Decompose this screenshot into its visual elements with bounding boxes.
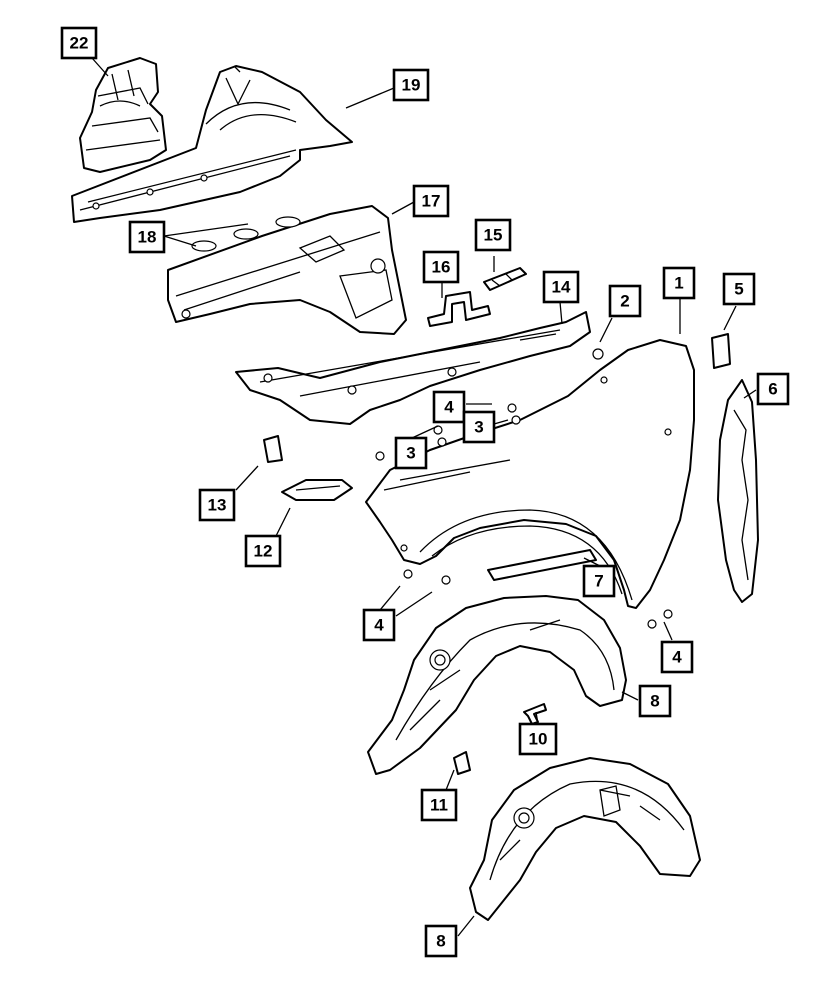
- parts-drawings: [71, 57, 759, 921]
- leader-18b: [163, 235, 197, 247]
- part-22-bracket: [79, 57, 167, 173]
- callout-14-label: 14: [552, 278, 571, 297]
- callout-16-label: 16: [432, 258, 451, 277]
- callout-5-label: 5: [734, 280, 743, 299]
- leader-19: [345, 87, 395, 109]
- callout-5: 5: [722, 272, 756, 306]
- leader-17: [391, 201, 415, 215]
- fasteners: [375, 348, 673, 629]
- callout-19-label: 19: [402, 76, 421, 95]
- part-6-shield: [717, 379, 759, 603]
- callout-17-label: 17: [422, 192, 441, 211]
- leader-6: [743, 389, 757, 399]
- callout-4c: 4: [660, 640, 694, 674]
- callout-17: 17: [412, 184, 450, 218]
- leader-lines: [91, 57, 757, 937]
- callout-3b-label: 3: [474, 418, 483, 437]
- leader-14: [559, 301, 563, 325]
- leader-11: [445, 769, 455, 791]
- callout-11: 11: [420, 788, 458, 822]
- part-7-molding: [487, 549, 597, 581]
- callout-4a: 4: [432, 390, 466, 424]
- callout-4b: 4: [362, 608, 396, 642]
- callout-8a: 8: [638, 684, 672, 718]
- leader-5: [723, 305, 737, 331]
- part-11-block: [453, 751, 471, 775]
- callout-10: 10: [518, 722, 558, 756]
- leader-7: [583, 557, 601, 567]
- callout-7: 7: [582, 564, 616, 598]
- callout-1: 1: [662, 266, 696, 300]
- callout-1-label: 1: [674, 274, 683, 293]
- callout-10-label: 10: [529, 730, 548, 749]
- leader-8b: [457, 915, 475, 937]
- callout-3a: 3: [394, 436, 428, 470]
- part-16-strap: [427, 291, 491, 327]
- callout-15: 15: [474, 218, 512, 252]
- callout-8a-label: 8: [650, 692, 659, 711]
- part-10-pin: [523, 703, 547, 725]
- part-8-liner-lower: [469, 757, 701, 921]
- callout-16: 16: [422, 250, 460, 284]
- leader-4b: [379, 585, 401, 611]
- part-13-clip: [263, 435, 283, 463]
- leader-10: [535, 711, 539, 725]
- leader-2: [599, 317, 613, 343]
- callout-12: 12: [244, 534, 282, 568]
- part-5-pad: [711, 333, 731, 369]
- part-17-apron-lower: [167, 205, 407, 335]
- leader-4b2: [395, 591, 433, 617]
- callout-4c-label: 4: [672, 648, 682, 667]
- part-19-apron: [71, 65, 353, 223]
- leader-22: [91, 57, 109, 77]
- callout-2-label: 2: [620, 292, 629, 311]
- callout-22: 22: [60, 26, 98, 60]
- callout-22-label: 22: [70, 34, 89, 53]
- callout-18-label: 18: [138, 228, 157, 247]
- callout-3a-label: 3: [406, 444, 415, 463]
- callout-8b-label: 8: [436, 932, 445, 951]
- callout-13: 13: [198, 488, 236, 522]
- callout-3b: 3: [462, 410, 496, 444]
- part-1-fender: [365, 339, 695, 609]
- part-12-bracket: [281, 479, 353, 501]
- leader-3a: [411, 425, 439, 439]
- callout-2: 2: [608, 284, 642, 318]
- part-15-bracket: [483, 267, 527, 291]
- callout-4a-label: 4: [444, 398, 454, 417]
- callout-13-label: 13: [208, 496, 227, 515]
- callout-6-label: 6: [768, 380, 777, 399]
- callout-14: 14: [542, 270, 580, 304]
- callout-4b-label: 4: [374, 616, 384, 635]
- callout-11-label: 11: [430, 796, 448, 815]
- callout-7-label: 7: [594, 572, 603, 591]
- leader-8a: [621, 691, 639, 701]
- leader-13: [235, 465, 259, 491]
- callout-15-label: 15: [484, 226, 503, 245]
- callouts: 22 19 17 18 15 16 14 2: [60, 26, 790, 958]
- callout-12-label: 12: [254, 542, 273, 561]
- callout-8b: 8: [424, 924, 458, 958]
- callout-6: 6: [756, 372, 790, 406]
- part-14-rail: [235, 311, 591, 425]
- callout-18: 18: [128, 220, 166, 254]
- leader-18a: [163, 223, 249, 237]
- part-8-liner-upper: [367, 595, 627, 775]
- leader-12: [275, 507, 291, 537]
- leader-4c: [663, 621, 673, 641]
- callout-19: 19: [392, 68, 430, 102]
